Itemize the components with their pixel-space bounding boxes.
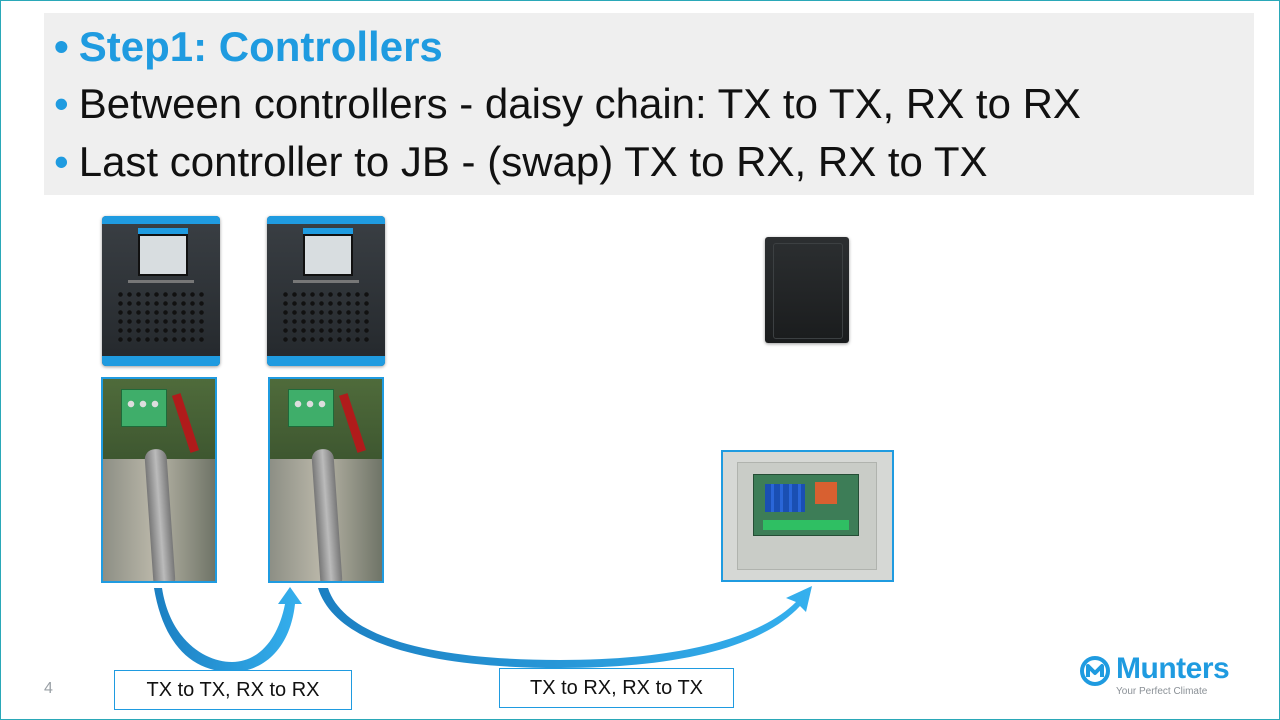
page-number: 4 (44, 680, 53, 697)
bullet-dot: • (54, 23, 69, 70)
logo-brand-name: Munters (1116, 652, 1230, 685)
bullet-last-controller: •Last controller to JB - (swap) TX to RX… (54, 138, 987, 186)
bullet-daisy-chain: •Between controllers - daisy chain: TX t… (54, 80, 1081, 128)
bullet-dot: • (54, 138, 69, 185)
controller-2-image (267, 216, 385, 366)
junction-box-interior-photo (721, 450, 894, 582)
controller-keypad (281, 290, 371, 346)
logo-tagline: Your Perfect Climate (1116, 686, 1208, 697)
bullet-step1-text: Step1: Controllers (78, 23, 443, 70)
controller-screen (138, 228, 188, 276)
junction-box-image (765, 237, 849, 343)
controller-keypad (116, 290, 206, 346)
controller-1-image (102, 216, 220, 366)
munters-logo-icon (1080, 656, 1110, 686)
bullet-step1: •Step1: Controllers (54, 23, 443, 71)
title-box (44, 13, 1254, 195)
bullet-daisy-chain-text: Between controllers - daisy chain: TX to… (78, 80, 1081, 127)
arrow-controller-to-jb (318, 586, 812, 668)
arrow-controller-to-controller (154, 587, 302, 672)
bullet-dot: • (54, 80, 69, 127)
label-tx-to-rx: TX to RX, RX to TX (499, 668, 734, 708)
controller-screen (303, 228, 353, 276)
label-tx-to-tx: TX to TX, RX to RX (114, 670, 352, 710)
bullet-last-controller-text: Last controller to JB - (swap) TX to RX,… (78, 138, 988, 185)
controller-1-terminal-photo (101, 377, 217, 583)
munters-logo: Munters Your Perfect Climate (1080, 652, 1240, 704)
controller-2-terminal-photo (268, 377, 384, 583)
